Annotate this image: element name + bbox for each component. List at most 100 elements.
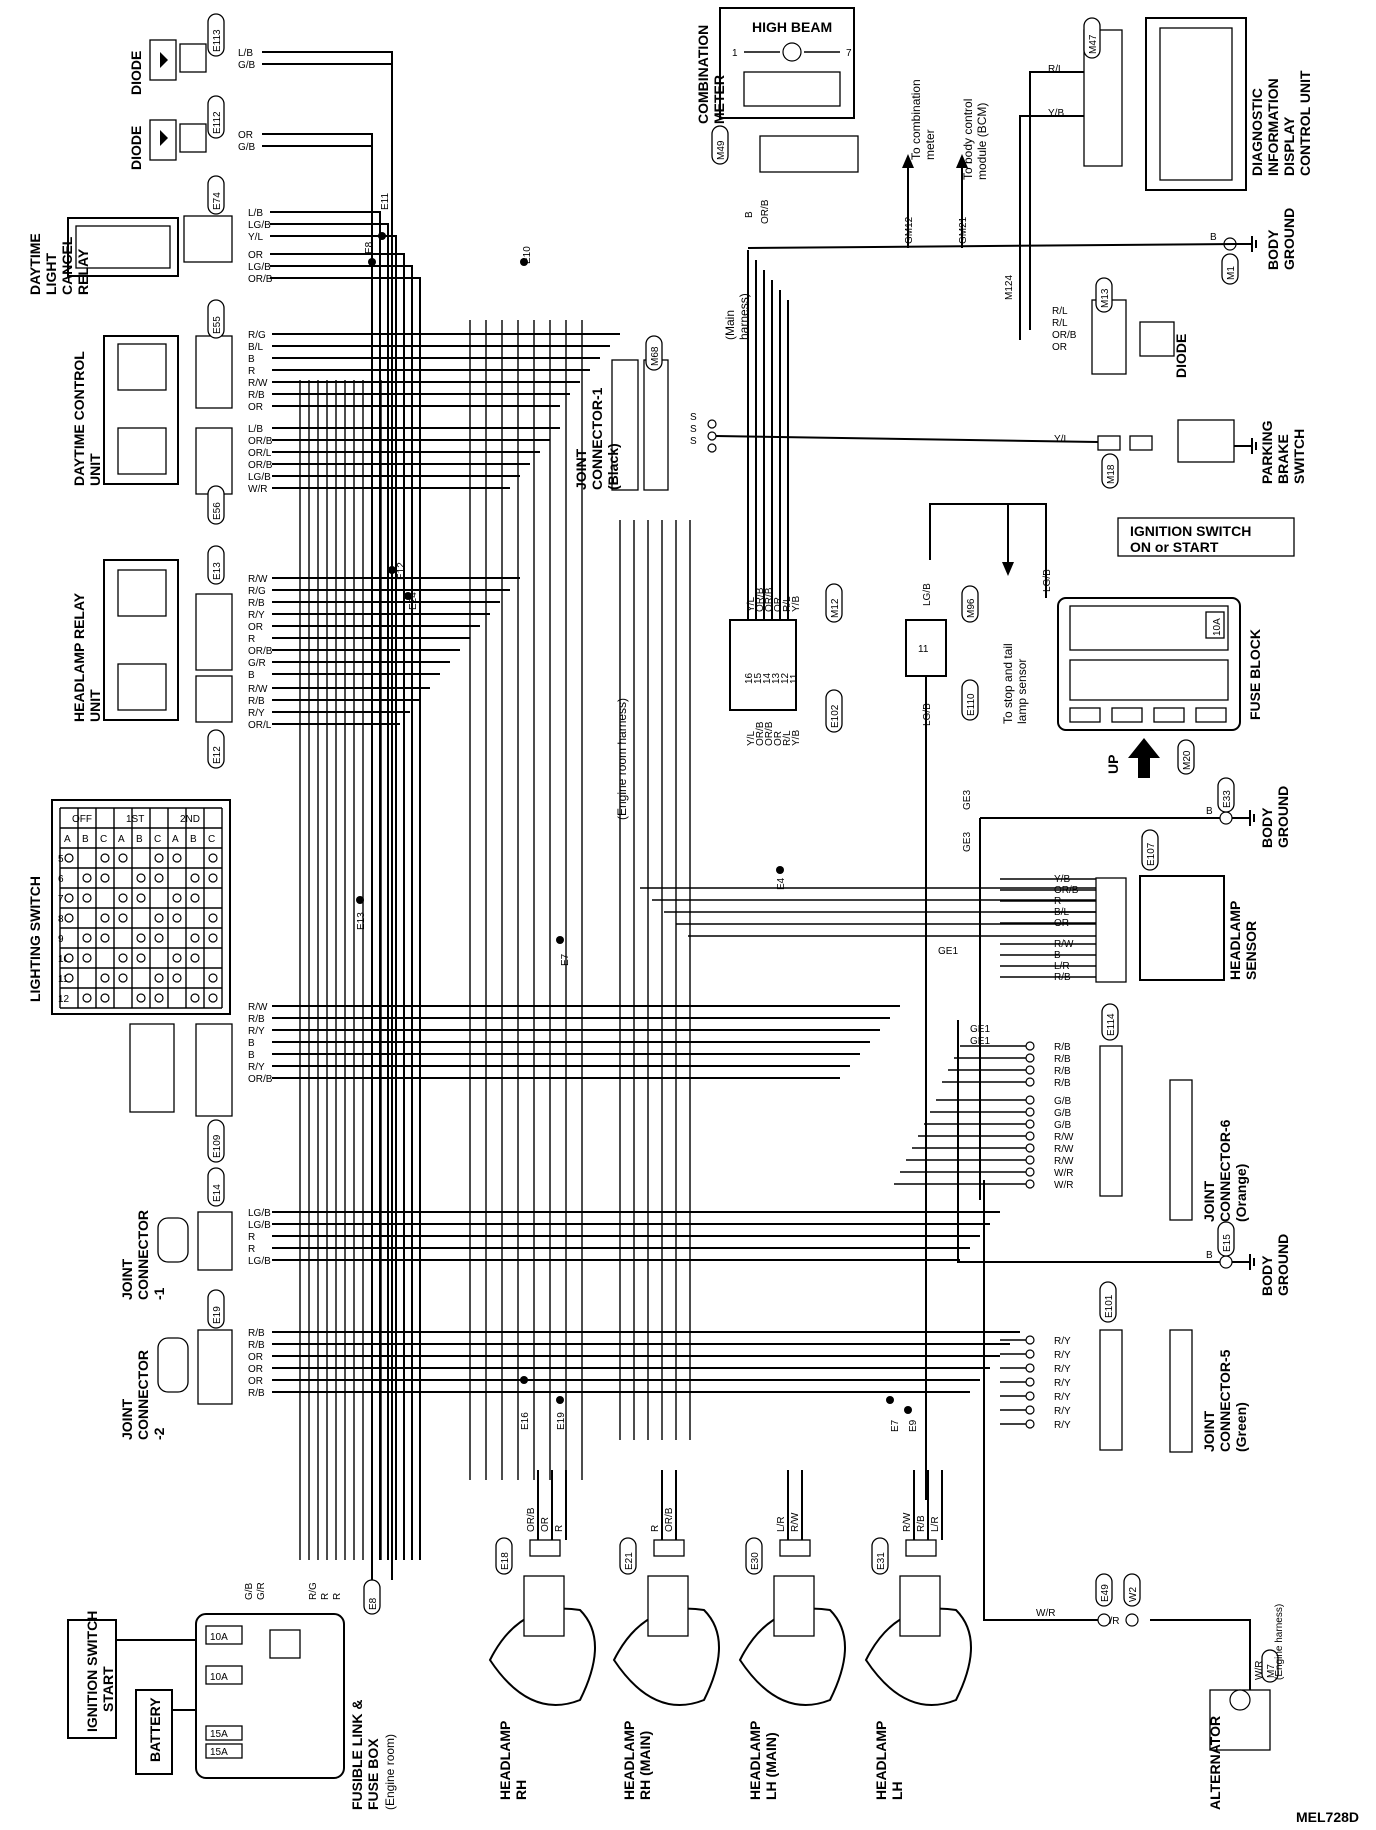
splice-label: E16 <box>520 1412 531 1430</box>
svg-text:OR/B: OR/B <box>526 1507 537 1532</box>
m1-tag: M1 <box>1226 266 1237 280</box>
svg-text:To stop and tail: To stop and tail <box>1001 643 1015 724</box>
splice-node <box>556 936 564 944</box>
svg-text:lamp sensor: lamp sensor <box>1015 659 1029 724</box>
svg-text:B: B <box>1206 1250 1213 1261</box>
ls-wire-label: OR/B <box>248 1074 273 1085</box>
relay-wire <box>270 265 413 1560</box>
svg-text:METER: METER <box>711 75 727 124</box>
svg-text:HEADLAMP RELAY: HEADLAMP RELAY <box>71 592 87 722</box>
svg-text:JOINT: JOINT <box>1201 1410 1217 1452</box>
svg-text:S: S <box>690 412 697 423</box>
stop-tail-note: To stop and tail lamp sensor <box>1001 504 1029 724</box>
svg-text:E30: E30 <box>750 1552 761 1570</box>
e102-tag: E102 <box>830 704 841 728</box>
fusible-link-sub: (Engine room) <box>383 1734 397 1810</box>
svg-text:-2: -2 <box>151 1427 167 1440</box>
m13-wire-2: R/L <box>1052 318 1068 329</box>
svg-text:Y/B: Y/B <box>791 730 802 746</box>
svg-text:G/B: G/B <box>1054 1108 1072 1119</box>
hru-wire-label: OR/L <box>248 720 272 731</box>
splice-label: E19 <box>556 1412 567 1430</box>
svg-text:JOINT: JOINT <box>1201 1180 1217 1222</box>
e74-wire-5: LG/B <box>248 262 271 273</box>
dcu-wire-label: LG/B <box>248 472 271 483</box>
hru-wire-label: OR <box>248 622 263 633</box>
svg-text:CANCEL: CANCEL <box>59 236 75 295</box>
splice-node <box>378 232 386 240</box>
splice-label: E4 <box>776 877 787 890</box>
svg-text:HEADLAMP: HEADLAMP <box>497 1721 513 1800</box>
svg-text:R: R <box>554 1525 565 1532</box>
svg-text:B: B <box>136 834 143 845</box>
connector-m96-e110: 11 M96 E110 LG/B LG/B <box>905 583 979 726</box>
diode-wire <box>262 145 373 1580</box>
splice-label: E24 <box>408 592 419 610</box>
e15-tag: E15 <box>1222 1234 1233 1252</box>
jc2-wire-label: R/B <box>248 1388 265 1399</box>
fusible-link-fuse-box: 10A 10A 15A 15A FUSIBLE LINK & FUSE BOX … <box>195 1579 397 1810</box>
svg-text:DAYTIME CONTROL: DAYTIME CONTROL <box>71 351 87 486</box>
joint-connector-6: E114 JOINT CONNECTOR-6 (Orange) R/BR/BR/… <box>894 1003 1249 1222</box>
svg-text:JOINT: JOINT <box>119 1398 135 1440</box>
jc2-wire-label: R/B <box>248 1328 265 1339</box>
hru-wire-label: OR/B <box>248 646 273 657</box>
m49-tag: M49 <box>716 140 727 160</box>
splice-node <box>556 1396 564 1404</box>
svg-text:15: 15 <box>753 672 764 684</box>
ls-wire-label: R/W <box>248 1002 268 1013</box>
svg-text:UNIT: UNIT <box>87 453 103 486</box>
ls-wire-label: R/Y <box>248 1062 265 1073</box>
ls-wire-label: B <box>248 1050 255 1061</box>
e8-tag: E8 <box>368 1597 379 1610</box>
e74-wire-3: Y/L <box>248 232 263 243</box>
svg-text:Y/L: Y/L <box>746 597 757 612</box>
didcu-wire-yb: Y/B <box>1048 108 1064 119</box>
diagram-code: MEL728D <box>1296 1809 1359 1825</box>
m96-pin: 11 <box>918 644 929 655</box>
svg-text:R/Y: R/Y <box>1054 1420 1071 1431</box>
svg-text:OR/B: OR/B <box>755 587 766 612</box>
headlamp-sensor: E107 HEADLAMP SENSOR Y/BOR/BRB/LORR/WBL/… <box>938 829 1259 983</box>
dcu-wire-label: OR/B <box>248 436 273 447</box>
e112-tag: E112 <box>212 111 223 134</box>
e113-wire-1: L/B <box>238 48 253 59</box>
body-ground-m1: M1 B BODY GROUND <box>1210 208 1297 285</box>
combination-meter: HIGH BEAM 1 7 COMBINATION METER M49 B OR… <box>695 7 859 224</box>
svg-text:LH (MAIN): LH (MAIN) <box>763 1732 779 1800</box>
svg-text:R/Y: R/Y <box>1054 1378 1071 1389</box>
svg-text:R/B: R/B <box>1054 1042 1071 1053</box>
m13-tag: M13 <box>1100 288 1111 308</box>
e13-tag: E13 <box>212 562 223 580</box>
svg-text:RH: RH <box>513 1780 529 1800</box>
m13-wire-3: OR/B <box>1052 330 1077 341</box>
ground-bus <box>747 243 1237 249</box>
svg-text:12: 12 <box>58 994 70 1005</box>
hru-wire-label: R <box>248 634 255 645</box>
svg-text:INFORMATION: INFORMATION <box>1265 78 1281 176</box>
jc6-sub: (Orange) <box>1233 1164 1249 1222</box>
relay-wire <box>270 223 389 1560</box>
m96-wire-bottom: LG/B <box>922 703 933 726</box>
dcu-wire-label: B/L <box>248 342 263 353</box>
fuse-block-label: FUSE BLOCK <box>1247 629 1263 720</box>
e74-tag: E74 <box>212 192 223 210</box>
alternator: ALTERNATOR M7 W/R (Engine harness) W/R W… <box>983 1180 1285 1810</box>
m18-tag: M18 <box>1106 464 1117 484</box>
svg-text:R/B: R/B <box>1054 1078 1071 1089</box>
splice-node <box>886 1396 894 1404</box>
svg-text:GE3: GE3 <box>962 832 973 852</box>
didcu: M47 DIAGNOSTIC INFORMATION DISPLAY CONTR… <box>1048 17 1313 191</box>
fl-wire-5: R <box>332 1593 343 1600</box>
hru-wire-label: R/W <box>248 574 268 585</box>
svg-text:JOINT: JOINT <box>119 1258 135 1300</box>
jc2-wire-label: OR <box>248 1364 263 1375</box>
svg-text:10: 10 <box>58 954 70 965</box>
splice-node <box>904 1406 912 1414</box>
svg-text:BODY: BODY <box>1259 1255 1275 1296</box>
daytime-control-unit: DAYTIME CONTROL UNIT E55 E56 R/GB/LBRR/W… <box>71 299 620 525</box>
dcu-wire-label: R/W <box>248 378 268 389</box>
svg-text:START: START <box>100 1666 116 1712</box>
